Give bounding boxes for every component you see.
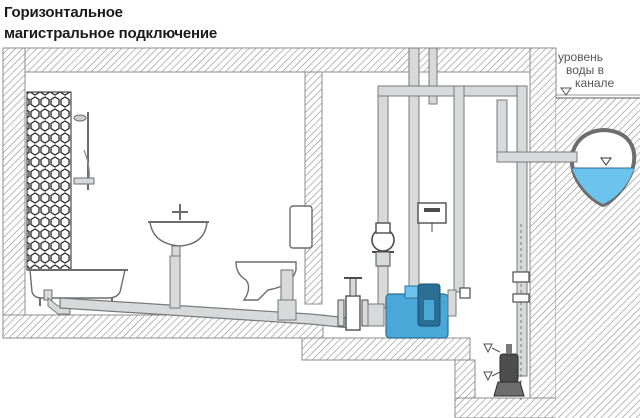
diagram-title-line1: Горизонтальное bbox=[4, 4, 123, 21]
building-walls bbox=[2, 47, 640, 418]
tiled-wall bbox=[26, 91, 72, 271]
washbasin-icon bbox=[148, 204, 209, 265]
toilet-icon bbox=[235, 205, 313, 311]
vertical-pipes bbox=[377, 47, 578, 400]
sewer-channel bbox=[569, 127, 636, 208]
gate-valve-icon bbox=[512, 271, 530, 303]
water-level-marker-icon bbox=[600, 157, 612, 166]
water-level-label-line2: воды в bbox=[566, 63, 604, 77]
submersible-pump-icon bbox=[493, 344, 525, 397]
water-level-marker-icon bbox=[556, 87, 640, 96]
float-switch-icon bbox=[483, 343, 501, 382]
gate-valve-icon bbox=[371, 222, 395, 267]
water-level-label-line3: канале bbox=[575, 76, 615, 90]
gate-valve-icon bbox=[337, 277, 369, 331]
drain-pipe bbox=[47, 255, 351, 329]
lifting-station-icon bbox=[367, 283, 471, 339]
shower-icon bbox=[73, 112, 95, 190]
control-box-icon bbox=[417, 202, 447, 232]
diagram-title-line2: магистральное подключение bbox=[4, 25, 218, 42]
water-level-label-line1: уровень bbox=[558, 50, 604, 64]
